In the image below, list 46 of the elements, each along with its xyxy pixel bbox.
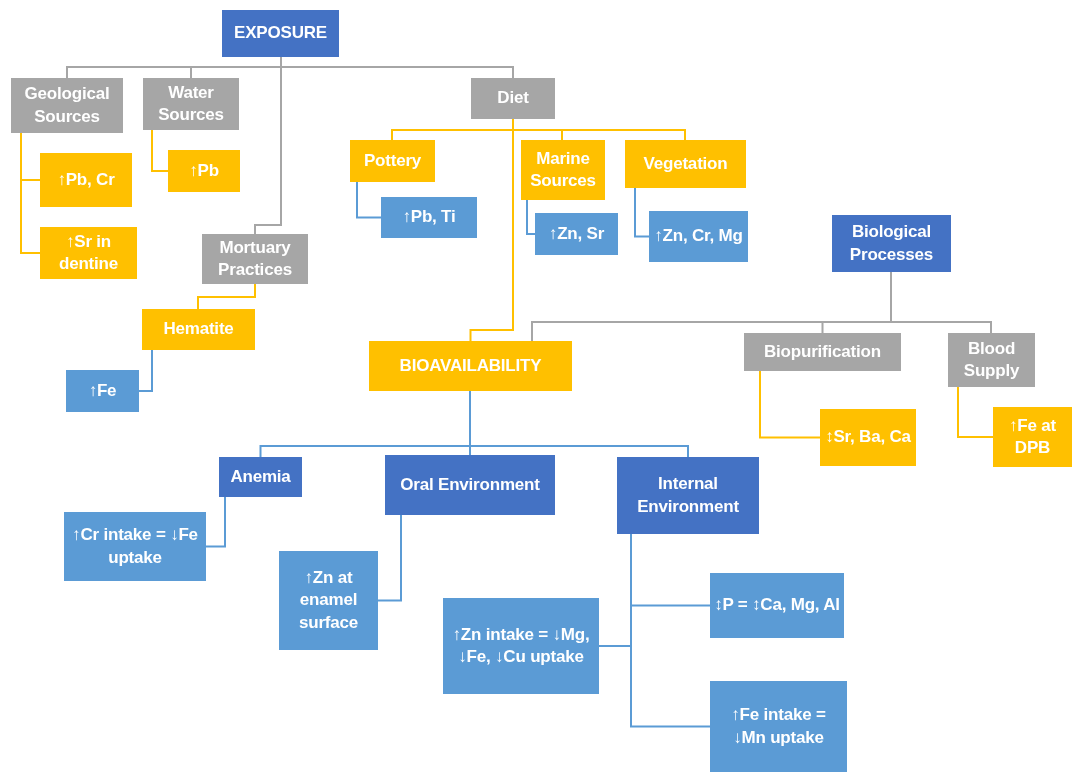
effect-box: ↑Zn at enamel surface [279,551,378,650]
heading-box: Oral Environment [385,455,555,515]
connector-line [20,132,41,254]
heading-box: Anemia [219,457,302,497]
source-box: ↑Sr in dentine [40,227,137,279]
connector-line [957,386,994,438]
effect-box: ↑Zn, Cr, Mg [649,211,748,262]
category-box: Diet [471,78,555,119]
effect-box: ↑Fe [66,370,139,412]
connector-line [151,129,169,172]
connector-line [205,496,226,548]
source-box: BIOAVAILABILITY [369,341,572,391]
effect-box: ↑Zn, Sr [535,213,618,255]
heading-box: Internal Environment [617,457,759,534]
effect-box: ↑Zn intake = ↓Mg, ↓Fe, ↓Cu uptake [443,598,599,694]
effect-box: ↑Cr intake = ↓Fe uptake [64,512,206,581]
category-box: Water Sources [143,78,239,130]
effect-box: ↕P = ↕Ca, Mg, Al [710,573,844,638]
connector-line [377,514,402,602]
source-box: ↕Sr, Ba, Ca [820,409,916,466]
connector-line [356,181,382,219]
category-box: Blood Supply [948,333,1035,387]
source-box: Vegetation [625,140,746,188]
effect-box: ↑Pb, Ti [381,197,477,238]
connector-line [526,199,536,235]
source-box: Hematite [142,309,255,350]
category-box: Mortuary Practices [202,234,308,284]
category-box: Geological Sources [11,78,123,133]
source-box: Marine Sources [521,140,605,200]
source-box: Pottery [350,140,435,182]
connector-line [634,187,650,238]
category-box: Biopurification [744,333,901,371]
source-box: ↑Pb [168,150,240,192]
connector-line [469,390,689,458]
heading-box: Biological Processes [832,215,951,272]
connector-line [197,283,256,310]
connector-line [138,349,153,392]
connector-line [469,118,514,342]
connector-line [630,533,711,728]
heading-box: EXPOSURE [222,10,339,57]
source-box: ↑Fe at DPB [993,407,1072,467]
effect-box: ↑Fe intake = ↓Mn uptake [710,681,847,772]
connector-line [254,56,282,235]
connector-line [759,370,821,439]
source-box: ↑Pb, Cr [40,153,132,207]
connector-line [890,271,992,334]
